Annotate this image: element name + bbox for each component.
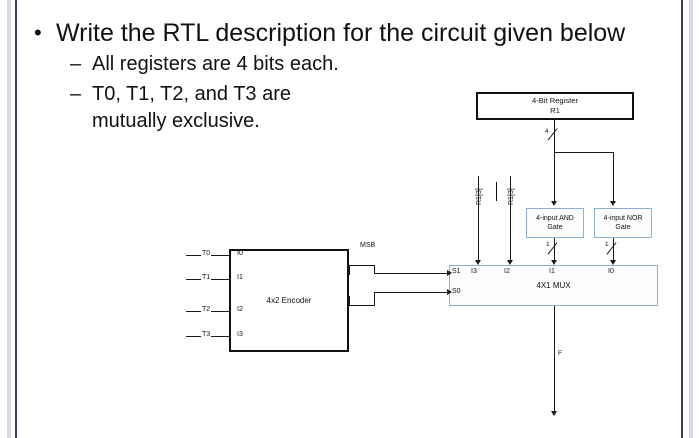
encoder-port-i0-label: I0 [237,250,243,257]
bullet-line-main: • Write the RTL description for the circ… [26,18,676,48]
and-gate-subtitle: Gate [547,224,563,231]
mux-output-label: F [558,350,562,357]
bullet-text-main: Write the RTL description for the circui… [56,19,626,47]
wire-enc-out-lsb-riser [349,296,351,306]
encoder-box: 4x2 Encoder [229,249,349,352]
signal-t1-label: T1 [201,274,212,281]
encoder-port-i1-label: I1 [237,274,243,281]
wire-enc-out-msb-to-s1 [374,273,450,275]
register-box: 4-Bit Register R1 [476,92,634,120]
bullet-text-sub1: All registers are 4 bits each. [92,53,339,75]
mux-select-s1-label: S1 [452,268,461,275]
wire-enc-out-lsb-to-s0 [374,292,450,294]
arrowhead-and-gate-in [551,201,557,206]
dash-glyph-1: – [70,53,82,75]
wire-tap-i2 [510,176,512,261]
wire-enc-out-msb-drop [374,265,376,274]
wire-to-and-gate [554,152,556,202]
register-title: 4-Bit Register [531,96,578,106]
bullet-line-sub2: – T0, T1, T2, and T3 are mutually exclus… [26,81,676,135]
arrowhead-mux-s1 [447,270,452,276]
nor-gate-box: 4-input NOR Gate [594,208,652,238]
dash-glyph-2: – [70,83,82,105]
register-bus-width-label: 4 [545,128,549,135]
arrowhead-mux-s0 [447,289,452,295]
and-gate-box: 4-input AND Gate [526,208,584,238]
arrowhead-nor-gate-in [610,201,616,206]
mux-port-i3-label: I3 [471,268,477,275]
mux-box: 4X1 MUX [449,265,658,306]
signal-t2-label: T2 [201,306,212,313]
encoder-title: 4x2 Encoder [266,296,312,305]
bullet-line-sub1: – All registers are 4 bits each. [26,51,676,78]
arrowhead-mux-i2 [507,260,513,265]
bus-slash-register [547,128,558,141]
arrowhead-mux-i3 [475,260,481,265]
encoder-port-i2-label: I2 [237,306,243,313]
wire-enc-out-lsb-drop [374,292,376,306]
wire-to-nor-gate [613,152,615,202]
wire-register-out [554,120,556,153]
tap-label-i3: R1[3] [476,188,483,205]
register-name: R1 [550,106,560,115]
wire-nor-gate-out [613,238,615,261]
wire-and-gate-out [554,238,556,261]
mux-select-s0-label: S0 [452,288,461,295]
wire-register-fanout [554,152,614,154]
wire-mux-output [554,306,556,413]
encoder-msb-label: MSB [360,242,376,249]
right-soft-rule [689,0,693,438]
encoder-port-i3-label: I3 [237,331,243,338]
mux-title: 4X1 MUX [536,281,571,290]
wire-tap-i3 [478,176,480,261]
wire-enc-out-msb-riser [349,265,351,275]
left-soft-rule [7,0,11,438]
right-border-rule [681,0,683,438]
signal-t0-label: T0 [201,250,212,257]
arrowhead-mux-i0 [610,260,616,265]
slide-text-block: • Write the RTL description for the circ… [26,18,676,135]
left-border-rule [15,0,17,438]
bullet-text-sub2-line1: T0, T1, T2, and T3 are [92,83,292,105]
mux-port-i2-label: I2 [504,268,510,275]
wire-enc-out-lsb-step [349,305,375,307]
nor-gate-title: 4-input NOR [603,215,643,222]
nor-gate-bus-width-label: 1 [605,241,609,248]
mux-port-i0-label: I0 [608,268,614,275]
and-gate-title: 4-input AND [536,215,574,222]
wire-enc-out-msb-step [349,265,375,267]
arrowhead-mux-i1 [551,260,557,265]
mux-port-i1-label: I1 [549,268,555,275]
bullet-glyph: • [34,20,42,45]
bullet-text-sub2-line2: mutually exclusive. [92,110,260,132]
nor-gate-subtitle: Gate [615,224,631,231]
arrowhead-mux-output [551,411,557,416]
tap-label-i2: R1[3] [508,188,515,205]
and-gate-bus-width-label: 1 [546,241,550,248]
signal-t3-label: T3 [201,331,212,338]
tap-label-i2-overbar [496,182,498,201]
